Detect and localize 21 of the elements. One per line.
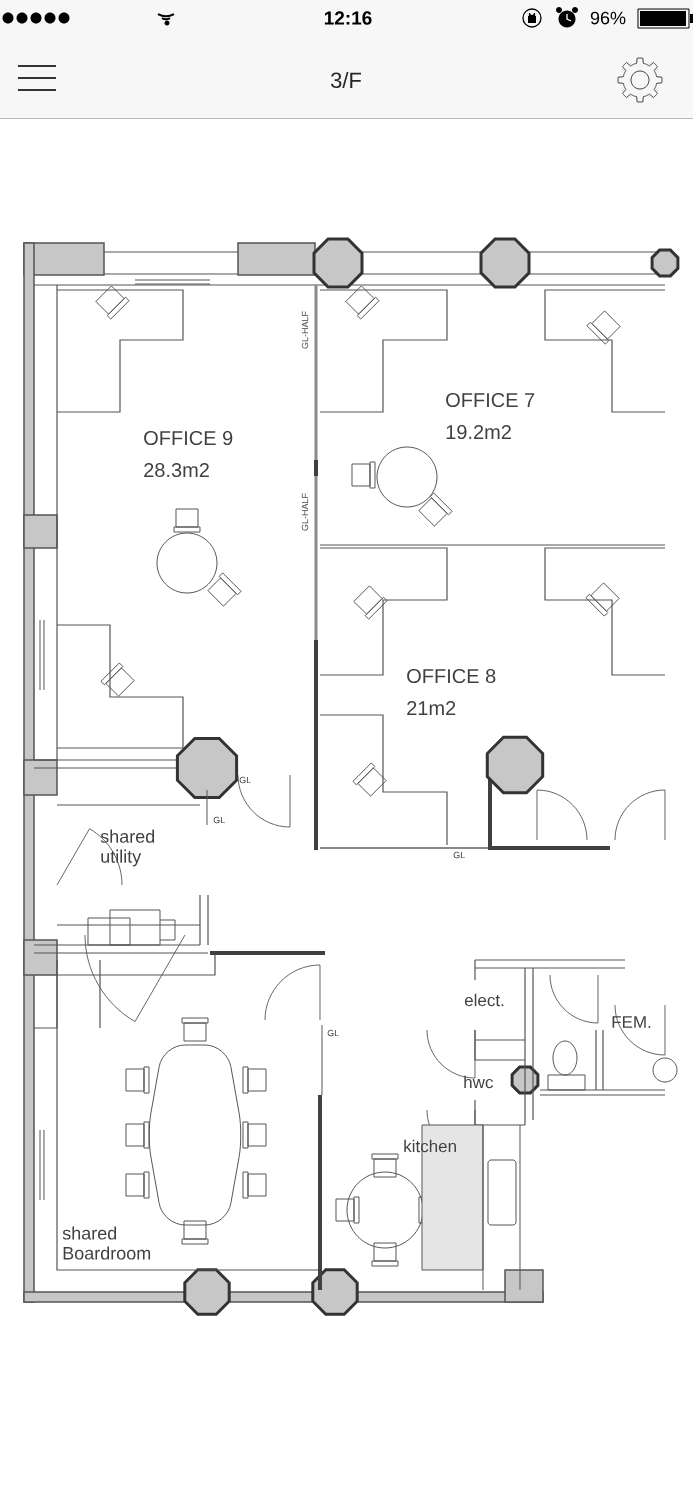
room-label: kitchen	[404, 1139, 456, 1153]
room-label: OFFICE 7	[446, 392, 535, 408]
room-label: 21m2	[407, 701, 456, 715]
room-label: OFFICE 8	[407, 668, 496, 684]
battery-percentage: 96%	[590, 11, 626, 25]
glazing-label: GL-HALF	[301, 311, 309, 349]
room-label: OFFICE 9	[144, 430, 233, 446]
glazing-label: GL	[239, 776, 251, 784]
room-label: FEM.	[612, 1016, 651, 1028]
room-label: hwc	[464, 1075, 493, 1089]
glazing-label: GL	[213, 816, 225, 824]
glazing-label: GL	[453, 851, 465, 859]
room-label: shared Boardroom	[62, 1226, 151, 1260]
room-label: shared utility	[100, 829, 155, 867]
glazing-label: GL	[327, 1029, 339, 1037]
room-label: 19.2m2	[446, 424, 511, 440]
room-label: elect.	[464, 993, 504, 1007]
page-title: 3/F	[330, 71, 361, 89]
room-label: 28.3m2	[144, 462, 209, 478]
glazing-label: GL-HALF	[301, 493, 309, 531]
status-time: 12:16	[324, 11, 372, 25]
